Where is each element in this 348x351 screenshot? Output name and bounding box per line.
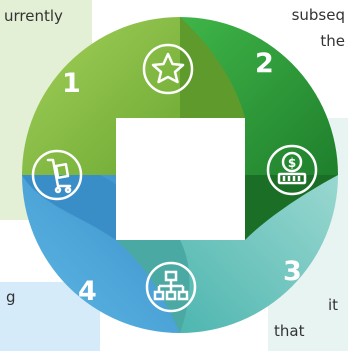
segment-2-tail xyxy=(245,175,338,240)
segment-4-tail xyxy=(22,167,116,240)
step-1-text: urrently xyxy=(4,7,63,25)
coin-icon: $ xyxy=(266,144,318,196)
step-2-text-line-1: subseq xyxy=(291,6,345,24)
center-square xyxy=(116,118,245,240)
star-icon xyxy=(142,43,194,95)
step-3-text-line-2: that xyxy=(274,322,305,340)
step-3-text-line-1: it xyxy=(328,296,339,314)
segment-2-number: 2 xyxy=(255,48,274,79)
step-2-text-box: subseq the xyxy=(272,0,348,58)
step-2-text-line-2: the xyxy=(320,32,345,50)
segment-3-number: 3 xyxy=(283,256,302,287)
hand-truck-icon xyxy=(31,149,83,201)
org-chart-icon xyxy=(145,261,197,313)
step-4-text: g xyxy=(6,288,16,306)
segment-1-number: 1 xyxy=(62,68,81,99)
svg-text:$: $ xyxy=(288,156,296,170)
segment-1-tail xyxy=(180,17,245,118)
segment-4-number: 4 xyxy=(78,276,97,307)
